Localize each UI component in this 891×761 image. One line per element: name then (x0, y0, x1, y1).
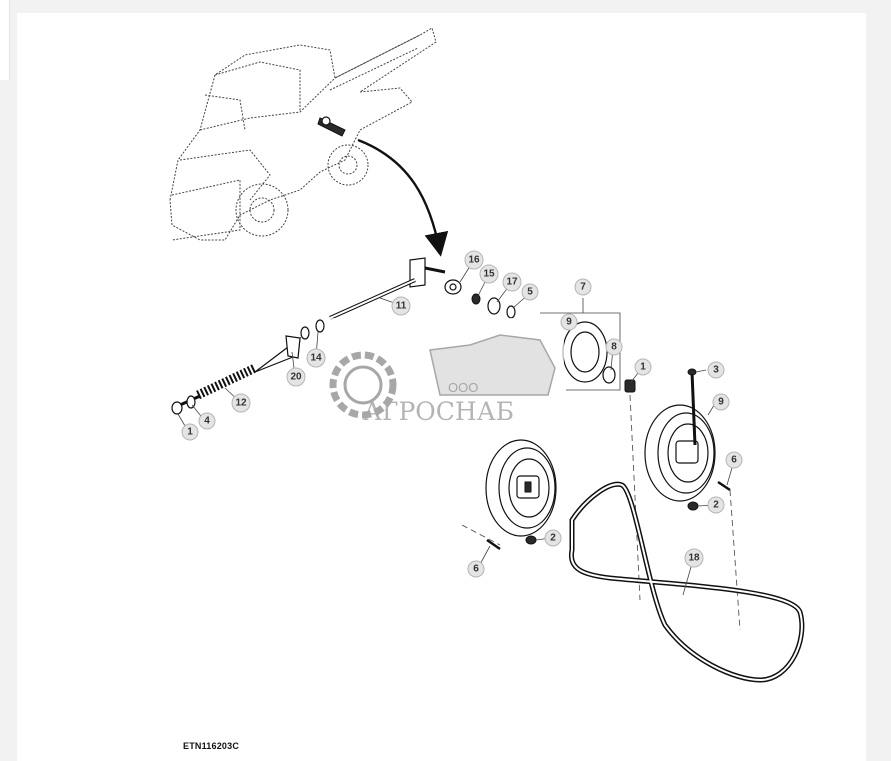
callout-14: 14 (306, 348, 326, 368)
washers-and-bushings (444, 279, 636, 393)
svg-text:16: 16 (468, 255, 480, 266)
company-watermark-logo: ООО АГРОСНАБ (326, 318, 564, 438)
pulley-left (461, 439, 557, 551)
svg-text:9: 9 (718, 397, 724, 408)
svg-text:2: 2 (713, 500, 719, 511)
svg-text:2: 2 (550, 533, 556, 544)
callout-15: 15 (479, 264, 499, 284)
watermark-company-name: АГРОСНАБ (363, 397, 514, 426)
callout-1a: 1 (181, 423, 199, 441)
svg-text:3: 3 (713, 365, 719, 376)
callout-16: 16 (464, 250, 484, 270)
combine-harvester-illustration (169, 27, 437, 241)
callout-3: 3 (707, 361, 725, 379)
callout-5: 5 (521, 283, 539, 301)
svg-text:8: 8 (611, 342, 617, 353)
svg-text:9: 9 (566, 317, 572, 328)
callout-4: 4 (198, 412, 216, 430)
callout-18: 18 (684, 548, 704, 568)
callout-20: 20 (286, 367, 306, 387)
drive-belt (568, 481, 805, 683)
callout-2b: 2 (544, 529, 562, 547)
svg-text:5: 5 (527, 287, 533, 298)
callout-17: 17 (502, 272, 522, 292)
callout-6b: 6 (467, 560, 485, 578)
svg-text:15: 15 (483, 269, 495, 280)
callout-2a: 2 (707, 496, 725, 514)
svg-text:7: 7 (580, 282, 586, 293)
callout-9a: 9 (560, 313, 578, 331)
svg-text:6: 6 (473, 564, 479, 575)
tensioner-assembly (171, 257, 446, 415)
callout-11: 11 (391, 296, 411, 316)
callout-7: 7 (574, 278, 592, 296)
svg-text:18: 18 (688, 553, 700, 564)
svg-text:1: 1 (187, 427, 193, 438)
location-arrow (357, 138, 449, 257)
callout-12: 12 (231, 393, 251, 413)
svg-text:20: 20 (290, 372, 302, 383)
svg-text:14: 14 (310, 353, 322, 364)
svg-text:12: 12 (235, 398, 247, 409)
side-panel-edge (0, 0, 10, 80)
svg-text:4: 4 (204, 416, 210, 427)
callout-1b: 1 (634, 358, 652, 376)
callout-6a: 6 (725, 451, 743, 469)
callout-9b: 9 (712, 393, 730, 411)
pulley-right (629, 368, 741, 631)
svg-text:11: 11 (396, 301, 407, 312)
watermark-prefix: ООО (448, 380, 478, 395)
svg-text:17: 17 (506, 277, 518, 288)
figure-code: ETN116203C (183, 741, 240, 751)
svg-text:1: 1 (640, 362, 646, 373)
svg-text:6: 6 (731, 455, 737, 466)
callout-8: 8 (605, 338, 623, 356)
